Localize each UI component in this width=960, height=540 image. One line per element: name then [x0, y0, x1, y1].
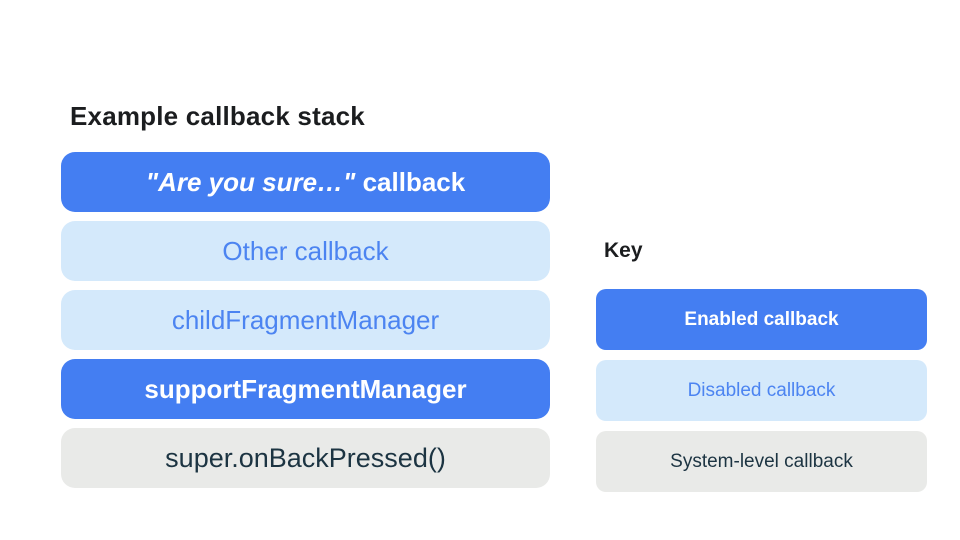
key-item-system-level-callback: System-level callback	[596, 431, 927, 492]
key-item-disabled-callback: Disabled callback	[596, 360, 927, 421]
key-legend: Enabled callback Disabled callback Syste…	[596, 289, 927, 492]
stack-bar-supportfragmentmanager: supportFragmentManager	[61, 359, 550, 419]
stack-bar-childfragmentmanager: childFragmentManager	[61, 290, 550, 350]
callback-stack: "Are you sure…" callback Other callback …	[61, 152, 550, 488]
diagram-title: Example callback stack	[70, 101, 365, 131]
stack-bar-other-callback: Other callback	[61, 221, 550, 281]
stack-bar-are-you-sure-callback: "Are you sure…" callback	[61, 152, 550, 212]
key-item-enabled-callback: Enabled callback	[596, 289, 927, 350]
stack-bar-super-onbackpressed: super.onBackPressed()	[61, 428, 550, 488]
bar-label-italic-part: "Are you sure…"	[145, 166, 356, 197]
key-heading: Key	[604, 239, 643, 262]
bar-label-rest: callback	[355, 166, 466, 197]
